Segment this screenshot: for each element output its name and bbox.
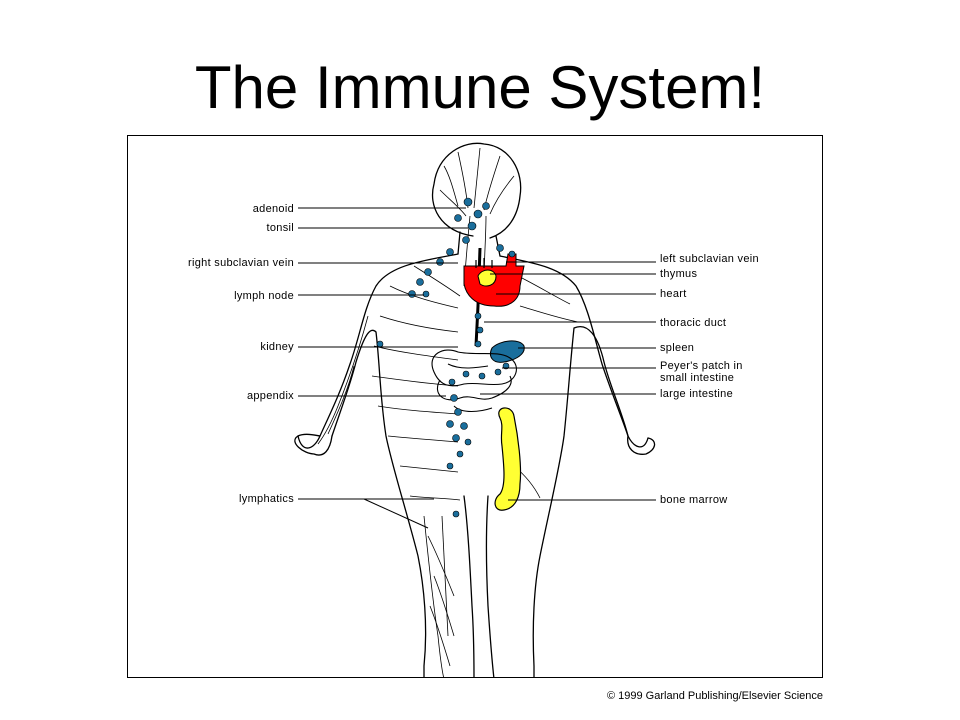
label-peyers-patch: Peyer's patch in <box>660 360 743 372</box>
leader-lines-left <box>298 207 468 529</box>
label-lymphatics: lymphatics <box>239 493 294 505</box>
label-thoracic-duct: thoracic duct <box>660 317 726 329</box>
femur-shape <box>494 407 522 511</box>
label-bone-marrow: bone marrow <box>660 494 728 506</box>
label-left-subclavian-vein: left subclavian vein <box>660 253 759 265</box>
copyright-notice: © 1999 Garland Publishing/Elsevier Scien… <box>606 690 823 702</box>
lymph-nodes <box>376 197 516 518</box>
label-spleen: spleen <box>660 342 694 354</box>
label-right-subclavian-vein: right subclavian vein <box>188 257 294 269</box>
label-lymph-node: lymph node <box>234 290 294 302</box>
label-adenoid: adenoid <box>253 203 294 215</box>
label-small-intestine: small intestine <box>660 372 734 384</box>
label-tonsil: tonsil <box>267 222 294 234</box>
label-heart: heart <box>660 288 687 300</box>
label-large-intestine: large intestine <box>660 388 733 400</box>
label-kidney: kidney <box>260 341 294 353</box>
leader-lines-right <box>480 261 656 501</box>
immune-system-diagram: adenoid tonsil right subclavian vein lym… <box>127 135 823 678</box>
label-thymus: thymus <box>660 268 697 280</box>
spleen-shape <box>490 340 525 363</box>
slide-title: The Immune System! <box>194 54 766 121</box>
label-appendix: appendix <box>247 390 294 402</box>
body-outline <box>294 142 656 677</box>
